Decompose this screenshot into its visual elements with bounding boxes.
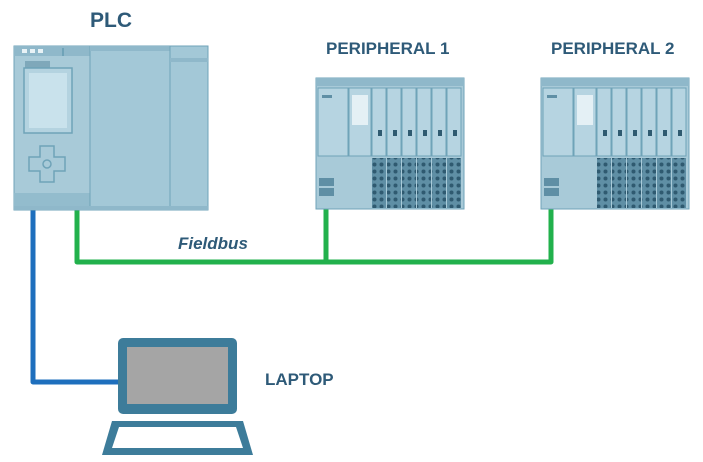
- peripheral-1-device: [315, 77, 465, 210]
- laptop-icon: [102, 338, 253, 455]
- peripheral-2-device: [540, 77, 690, 210]
- laptop-label: LAPTOP: [265, 370, 334, 389]
- plc-device: [13, 45, 209, 211]
- plc-label: PLC: [90, 9, 132, 32]
- peripheral-2-label: PERIPHERAL 2: [551, 39, 675, 58]
- fieldbus-label: Fieldbus: [178, 234, 248, 253]
- peripheral-1-label: PERIPHERAL 1: [326, 39, 450, 58]
- fieldbus-line: [74, 208, 554, 265]
- laptop-connection-line: [30, 208, 118, 385]
